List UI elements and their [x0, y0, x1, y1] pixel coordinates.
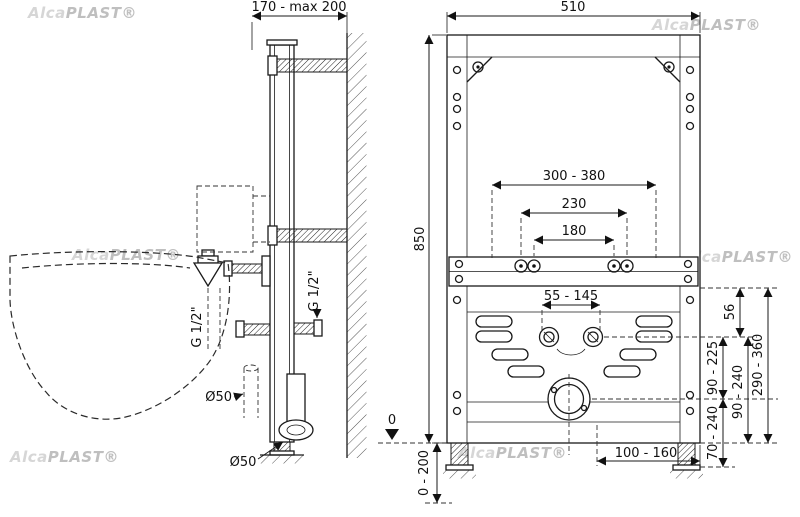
- dimension-rail-range: 300 - 380: [491, 169, 657, 258]
- frame-holes: [452, 65, 695, 416]
- bidet-outline: [9, 251, 231, 420]
- dim-70-240-label: 70 - 240: [706, 406, 721, 460]
- bidet-bolt-left: [514, 259, 541, 273]
- dimension-g-half-faucet: G 1/2": [190, 288, 221, 352]
- wall-section: [346, 33, 367, 458]
- dimension-dia50-waste: Ø50: [205, 390, 244, 405]
- zero-label: 0: [388, 413, 396, 428]
- watermark-logo: AlcaPLAST®: [651, 16, 761, 34]
- bidet-bolt-right: [607, 259, 634, 273]
- dimension-bolt-inner: 180: [533, 224, 615, 256]
- dimension-90-240: 90 - 240: [731, 337, 753, 443]
- water-inlet-stub-rear: [293, 319, 323, 337]
- dim-bolt-outer-label: 230: [562, 197, 587, 212]
- watermark-logo: AlcaPLAST®: [27, 4, 137, 22]
- dimension-dia50-outlet: Ø50: [230, 441, 284, 470]
- dimension-frame-height: 850: [413, 34, 446, 444]
- dia50-outlet-label: Ø50: [230, 455, 257, 470]
- dimension-90-225: 90 - 225: [706, 337, 728, 399]
- drain-fitting: [547, 374, 591, 455]
- front-view: 510 850 300 - 380 230 180: [413, 0, 778, 504]
- water-inlet-stub-front: [235, 320, 271, 338]
- g-half-faucet-label: G 1/2": [190, 306, 205, 347]
- bidet-mounting-stud: [223, 255, 271, 287]
- drain-elbow: [278, 373, 314, 441]
- dimension-70-240: 70 - 240: [706, 399, 728, 467]
- dim-290-360-label: 290 - 360: [751, 334, 766, 397]
- threaded-boss-right: [582, 326, 604, 348]
- dim-inlet-range-label: 55 - 145: [544, 289, 598, 304]
- dim-frame-height-label: 850: [413, 227, 428, 252]
- lower-panel: [475, 315, 673, 455]
- wall-anchor-rod-middle: [267, 225, 348, 246]
- dim-foot-range-label: 0 - 200: [417, 450, 432, 496]
- watermark-logo: AlcaPLAST®: [457, 444, 567, 462]
- bidet-waste-pipe-hidden: [243, 364, 259, 418]
- wall-anchor-rod-top: [267, 55, 348, 76]
- watermark-logo: AlcaPLAST®: [71, 246, 181, 264]
- dimension-inlet-range: 55 - 145: [541, 289, 601, 330]
- dim-bolt-inner-label: 180: [562, 224, 587, 239]
- dia50-waste-label: Ø50: [205, 390, 232, 405]
- dimension-56: 56: [723, 288, 745, 337]
- dim-side-depth-label: 170 - max 200: [251, 0, 346, 15]
- dimension-frame-width: 510: [446, 0, 701, 33]
- dim-90-240-label: 90 - 240: [731, 365, 746, 419]
- dimension-foot-range: 0 - 200: [417, 443, 452, 504]
- watermark-logo: AlcaPLAST®: [9, 448, 119, 466]
- dim-56-label: 56: [723, 304, 738, 321]
- floor-zero-marker: 0: [378, 413, 447, 444]
- side-view: 170 - max 200 G 1/2" G 1/2" Ø50 Ø50 0: [9, 0, 447, 470]
- mounting-rail: [448, 256, 699, 287]
- dim-frame-width-label: 510: [561, 0, 586, 15]
- frame-foot-left: [443, 442, 476, 479]
- dimension-g-half-inlet: G 1/2": [307, 270, 322, 318]
- dimension-drain-offset: 100 - 160: [596, 425, 701, 466]
- dim-90-225-label: 90 - 225: [706, 341, 721, 395]
- dim-rail-range-label: 300 - 380: [543, 169, 606, 184]
- faucet-symbol: [192, 249, 224, 288]
- threaded-boss-left: [538, 326, 560, 348]
- service-zone-outline: [196, 185, 270, 253]
- g-half-inlet-label: G 1/2": [307, 270, 322, 311]
- dim-drain-offset-label: 100 - 160: [615, 446, 678, 461]
- dimension-290-360: 290 - 360: [751, 288, 773, 443]
- dimension-side-depth: 170 - max 200: [251, 0, 348, 50]
- dimension-bolt-outer: 230: [520, 197, 628, 256]
